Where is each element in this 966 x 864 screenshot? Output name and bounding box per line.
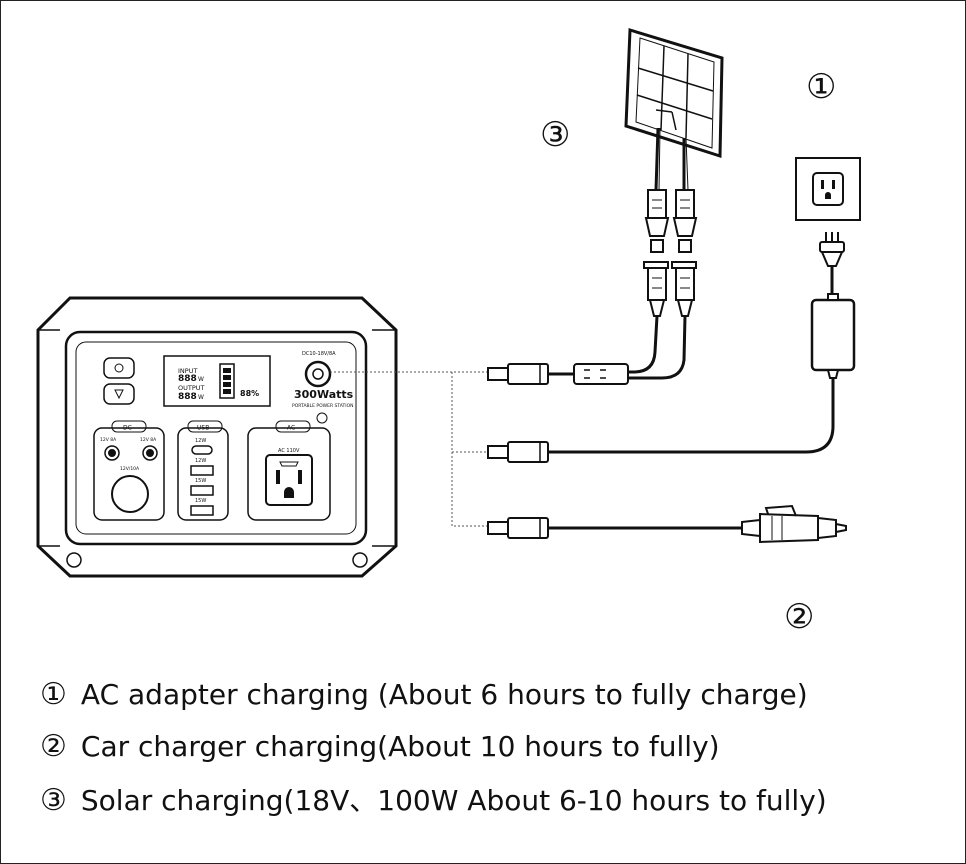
usb-a-port-2 [190, 485, 214, 496]
dc-section [93, 427, 165, 521]
car-cable-plug [507, 517, 549, 539]
solar-plug [507, 363, 549, 385]
solar-cable [487, 315, 687, 385]
caption-ac-number: ① [40, 677, 67, 712]
lcd-screen [163, 355, 271, 407]
car-outlet-rating: 12V/10A [120, 466, 140, 472]
lcd-input-value: 888 [178, 374, 197, 384]
caption-ac: ① AC adapter charging (About 6 hours to f… [40, 680, 808, 710]
battery-icon [219, 363, 235, 399]
caption-car-text: Car charger charging(About 10 hours to f… [80, 730, 720, 763]
brand-subtitle: PORTABLE POWER STATION [292, 403, 353, 409]
ac-adapter [810, 293, 856, 379]
light-button [103, 383, 135, 405]
caption-car: ② Car charger charging(About 10 hours to … [40, 732, 720, 762]
lcd-output-value: 888 [178, 392, 197, 402]
wall-outlet [795, 157, 861, 221]
caption-car-number: ② [40, 729, 67, 764]
usb-a1-rating: 12W [195, 458, 206, 464]
usb-a-port-1 [190, 465, 214, 476]
car-charger-cable [487, 517, 742, 539]
ac-section-label: AC [287, 425, 295, 432]
marker-car: ② [784, 597, 815, 637]
lcd-input-label: INPUT [178, 367, 197, 375]
dc-port-left-rating: 12V 8A [100, 437, 117, 443]
solar-adapter [573, 363, 629, 385]
ac-cable-plug [507, 441, 549, 463]
lcd-percent: 88% [240, 389, 259, 398]
lcd-output-label: OUTPUT [178, 384, 205, 392]
marker-ac: ① [806, 67, 837, 107]
ac-rating: AC 110V [278, 448, 300, 454]
caption-ac-text: AC adapter charging (About 6 hours to fu… [80, 678, 808, 711]
dc-port-right-rating: 12V 8A [140, 437, 157, 443]
caption-solar: ③ Solar charging(18V、100W About 6-10 hour… [40, 786, 827, 816]
caption-solar-number: ③ [40, 783, 67, 818]
lcd-output-unit: W [198, 394, 204, 401]
usb-c-port [191, 445, 213, 455]
dc-input-label: DC10-18V/8A [302, 351, 336, 357]
power-station [36, 296, 398, 578]
car-plug [741, 504, 847, 544]
usb-a2-rating: 15W [195, 478, 206, 484]
dc-input-port [304, 360, 332, 388]
usb-section [177, 427, 229, 521]
ac-cable [487, 378, 835, 463]
ac-plug [819, 232, 845, 300]
usb-c-rating: 12W [195, 438, 206, 444]
ac-section [247, 427, 331, 521]
caption-solar-text: Solar charging(18V、100W About 6-10 hours… [80, 784, 827, 817]
brand-label: 300Watts [294, 388, 354, 401]
power-button [103, 357, 135, 379]
lcd-input-unit: W [198, 376, 204, 383]
device-labels: INPUT 888 W OUTPUT 888 W 88% DC10-18V/8A… [100, 351, 354, 504]
usb-section-label: USB [197, 425, 209, 432]
marker-solar: ③ [540, 115, 571, 155]
ac-outlet [265, 454, 313, 506]
mc4-connectors [643, 189, 698, 317]
dc-port-right [142, 445, 158, 461]
dc-section-label: DC [123, 425, 132, 432]
usb-a-port-3 [190, 505, 214, 516]
usb-a3-rating: 15W [195, 498, 206, 504]
solar-panel [624, 28, 724, 191]
dc-port-left [104, 445, 120, 461]
car-outlet [111, 475, 149, 513]
leader-lines [330, 371, 488, 527]
